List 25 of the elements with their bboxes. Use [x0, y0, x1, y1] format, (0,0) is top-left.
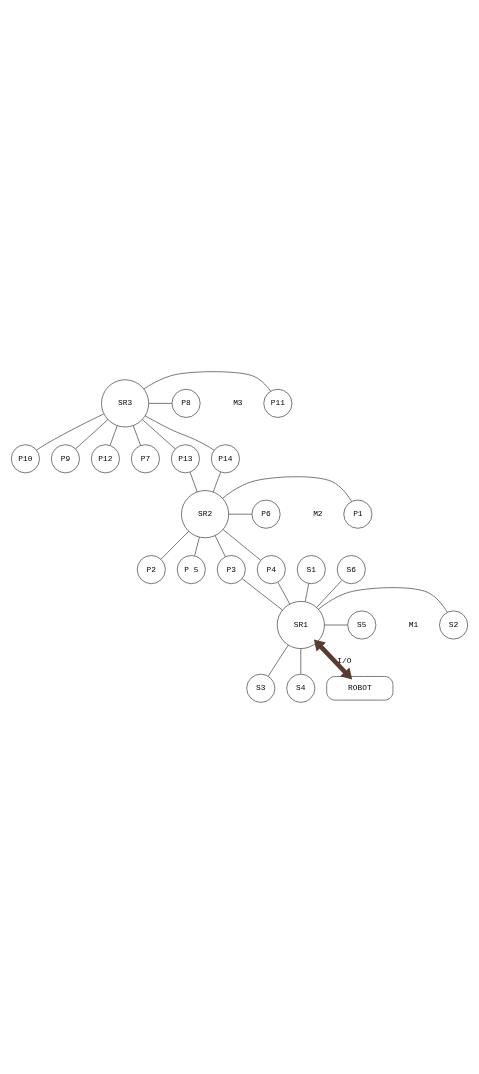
connector	[300, 648, 302, 675]
connector	[132, 425, 141, 446]
connector	[194, 536, 200, 556]
connector	[222, 476, 352, 502]
arrow	[313, 639, 353, 680]
connector	[316, 580, 343, 608]
connector	[241, 578, 283, 611]
connector	[228, 513, 253, 515]
connector	[189, 471, 198, 493]
connector	[222, 529, 261, 561]
connector	[324, 624, 348, 626]
connector	[75, 419, 109, 450]
connector	[142, 419, 176, 450]
connector	[160, 531, 189, 560]
connector	[304, 583, 310, 602]
connector	[267, 644, 289, 677]
connector	[318, 587, 448, 613]
connector	[109, 425, 118, 446]
connector	[212, 471, 221, 493]
connector	[148, 403, 173, 404]
connector	[143, 371, 271, 392]
connector	[144, 415, 215, 451]
connector	[277, 581, 291, 605]
connector	[36, 413, 105, 451]
connector	[214, 535, 226, 558]
